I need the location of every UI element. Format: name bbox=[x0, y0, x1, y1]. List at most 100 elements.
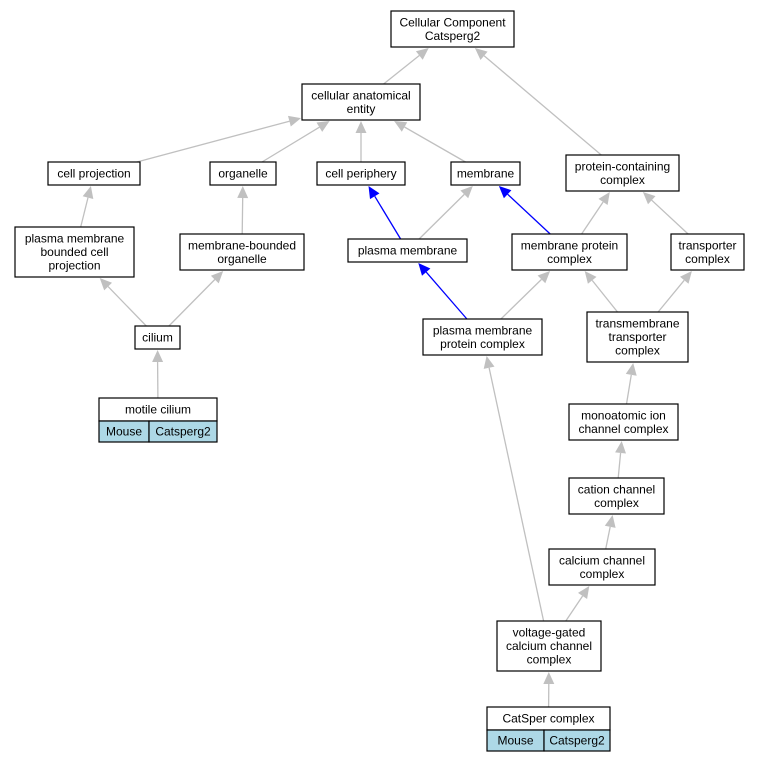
edge-line bbox=[581, 201, 604, 235]
edge-line bbox=[107, 286, 147, 327]
edge-calcium-to-cation bbox=[604, 515, 616, 550]
edge-arrowhead bbox=[288, 115, 301, 127]
node-label: complex bbox=[547, 252, 592, 266]
node-box bbox=[568, 403, 679, 441]
node-label: bounded cell bbox=[40, 245, 108, 259]
edge-arrowhead bbox=[237, 186, 249, 199]
edge-line bbox=[500, 278, 542, 320]
edge-line bbox=[483, 55, 602, 156]
edge-arrowhead bbox=[415, 48, 429, 60]
edge-arrowhead bbox=[604, 515, 616, 528]
annotation-gene: Catsperg2 bbox=[549, 734, 605, 748]
edge-cilium-to-mbo bbox=[168, 271, 224, 327]
annotation-species: Mouse bbox=[106, 425, 142, 439]
edge-line bbox=[617, 452, 622, 479]
edge-line bbox=[625, 374, 632, 405]
edge-pmbcp-to-cellproj bbox=[80, 186, 94, 228]
edge-tmtc-to-mpc bbox=[584, 271, 619, 313]
node-box bbox=[511, 233, 628, 271]
node-label: transporter bbox=[678, 238, 736, 252]
edge-catsper-to-vgcc bbox=[543, 672, 555, 708]
edge-arrowhead bbox=[460, 186, 473, 199]
node-label: entity bbox=[347, 102, 376, 116]
node-box bbox=[347, 238, 468, 263]
node-box bbox=[47, 161, 141, 186]
node-label: motile cilium bbox=[125, 403, 191, 417]
node-label: organelle bbox=[217, 252, 267, 266]
edge-arrowhead bbox=[642, 192, 656, 205]
annotation-species: Mouse bbox=[497, 734, 533, 748]
edge-tmtc-to-transporter bbox=[657, 271, 692, 313]
node-label: cell periphery bbox=[325, 167, 396, 181]
edge-line bbox=[565, 595, 584, 622]
edge-arrowhead bbox=[615, 441, 626, 454]
edge-pcc-to-root bbox=[474, 48, 602, 156]
edge-arrowhead bbox=[152, 350, 164, 362]
node-organelle[interactable]: organelle bbox=[209, 161, 277, 186]
edge-transporter-to-pcc bbox=[642, 192, 689, 235]
edge-line bbox=[488, 367, 545, 622]
node-periphery[interactable]: cell periphery bbox=[316, 161, 406, 186]
node-box bbox=[134, 325, 181, 350]
node-label: Catsperg2 bbox=[425, 29, 481, 43]
node-label: transporter bbox=[608, 330, 666, 344]
node-label: complex bbox=[527, 653, 572, 667]
node-label: protein complex bbox=[440, 337, 525, 351]
node-box bbox=[179, 233, 305, 271]
edge-line bbox=[374, 195, 402, 240]
node-label: membrane-bounded bbox=[188, 238, 296, 252]
node-label: voltage-gated bbox=[513, 626, 586, 640]
edge-arrowhead bbox=[368, 186, 380, 200]
edge-arrowhead bbox=[418, 263, 431, 276]
edge-cation-to-maicc bbox=[615, 441, 626, 479]
edge-arrowhead bbox=[316, 121, 330, 132]
node-cilium[interactable]: cilium bbox=[134, 325, 181, 350]
node-cellproj[interactable]: cell projection bbox=[47, 161, 141, 186]
node-box bbox=[548, 548, 656, 586]
edge-arrowhead bbox=[82, 186, 94, 199]
annotation-cell bbox=[543, 729, 611, 752]
edge-arrowhead bbox=[394, 121, 408, 132]
node-label: calcium channel bbox=[506, 639, 592, 653]
edge-periphery-to-cae bbox=[355, 121, 367, 162]
edge-mbo-to-organelle bbox=[237, 186, 249, 235]
edge-pm-to-periphery bbox=[368, 186, 402, 240]
node-label: transmembrane bbox=[595, 317, 679, 331]
edge-arrowhead bbox=[680, 271, 692, 284]
node-membrane[interactable]: membrane bbox=[450, 161, 521, 186]
node-box bbox=[568, 477, 665, 515]
edge-vgcc-to-calcium bbox=[565, 586, 590, 622]
node-box bbox=[301, 83, 421, 121]
node-label: complex bbox=[580, 567, 625, 581]
edge-arrowhead bbox=[474, 48, 488, 60]
edge-line bbox=[591, 279, 619, 313]
edge-cae-to-root bbox=[383, 48, 429, 85]
node-label: cation channel bbox=[578, 482, 655, 496]
edge-line bbox=[136, 120, 290, 163]
node-box bbox=[670, 233, 745, 271]
node-label: monoatomic ion bbox=[581, 408, 666, 422]
annotation-cell bbox=[148, 420, 218, 443]
node-label: projection bbox=[48, 259, 100, 273]
node-label: cilium bbox=[142, 331, 173, 345]
node-pm[interactable]: plasma membrane bbox=[347, 238, 468, 263]
node-label: protein-containing bbox=[575, 159, 670, 173]
node-label: plasma membrane bbox=[358, 244, 458, 258]
edge-line bbox=[383, 54, 420, 85]
edge-arrowhead bbox=[543, 672, 555, 684]
